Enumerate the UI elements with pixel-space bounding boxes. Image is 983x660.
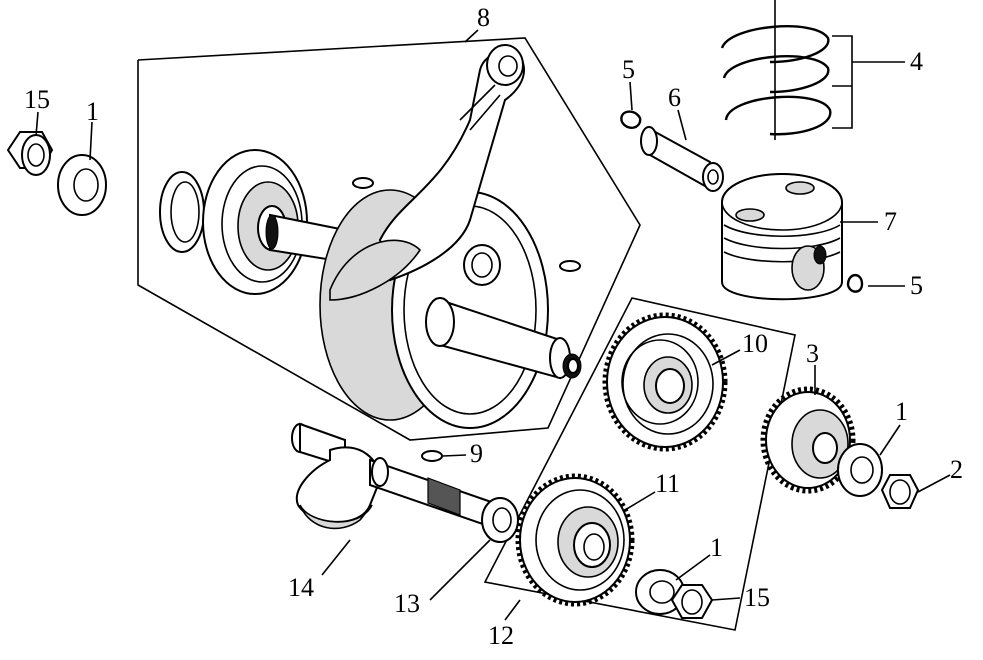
callout-9: 9 (470, 439, 483, 468)
crankshaft-assembly-frame (137, 37, 641, 441)
balancer-shaft (291, 422, 501, 532)
gear-11 (515, 473, 635, 607)
balancer-key (421, 450, 443, 462)
callout-5: 5 (910, 271, 923, 300)
callout-1: 1 (895, 397, 908, 426)
crank-left-seal (159, 171, 205, 253)
callout-4: 4 (910, 47, 923, 76)
callout-labels: 8 15 1 5 6 4 7 5 10 3 1 2 9 11 1 15 14 1… (24, 3, 963, 650)
callout-1: 1 (86, 97, 99, 126)
callout-15: 15 (744, 583, 770, 612)
left-nut (6, 131, 54, 176)
gear-10 (602, 312, 728, 452)
callout-8: 8 (477, 3, 490, 32)
piston (721, 173, 843, 301)
callout-7: 7 (884, 207, 897, 236)
callout-5: 5 (622, 55, 635, 84)
piston-pin-clip-top (620, 110, 642, 129)
left-washer (57, 154, 107, 216)
crank-key-right (559, 260, 581, 272)
piston-pin-clip-bottom (846, 273, 864, 293)
callout-12: 12 (488, 621, 514, 650)
balancer-bearing (481, 497, 519, 543)
callout-2: 2 (950, 455, 963, 484)
callout-14: 14 (288, 573, 314, 602)
callout-15: 15 (24, 85, 50, 114)
piston-rings (720, 0, 832, 140)
callout-1: 1 (710, 533, 723, 562)
gear11-washer (635, 569, 685, 615)
callout-13: 13 (394, 589, 420, 618)
gear3-nut (880, 474, 920, 509)
leader-lines (35, 29, 951, 621)
gear3-washer (837, 443, 883, 497)
piston-pin (640, 126, 724, 192)
callout-11: 11 (655, 469, 680, 498)
callout-6: 6 (668, 83, 681, 112)
callout-10: 10 (742, 329, 768, 358)
crank-key-top (352, 177, 374, 189)
connecting-rod (329, 44, 525, 301)
callout-3: 3 (806, 339, 819, 368)
gear-3 (760, 386, 856, 494)
gear-group-frame (483, 297, 796, 631)
gear11-nut (670, 584, 714, 619)
